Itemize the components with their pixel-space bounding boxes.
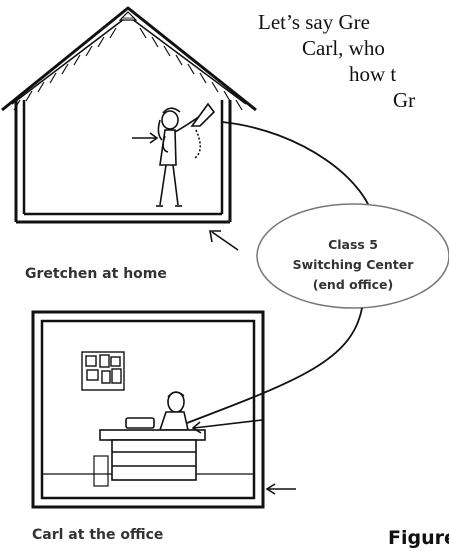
switching-center-line-1: Class 5: [258, 235, 448, 255]
switching-center-line-2: Switching Center: [258, 255, 448, 275]
switching-center-line-3: (end office): [258, 275, 448, 295]
office-arrows: [193, 420, 296, 494]
body-text-line-3: how t: [349, 64, 396, 85]
switching-center-label: Class 5 Switching Center (end office): [258, 235, 448, 295]
carl-figure: [160, 392, 188, 430]
gretchen-figure: [156, 104, 214, 206]
body-text-line-1: Let’s say Gre: [258, 12, 370, 33]
office-desk: [42, 418, 254, 486]
bulletin-board: [82, 352, 124, 390]
body-text-line-2: Carl, who: [302, 38, 385, 59]
office-phone-line: [187, 308, 362, 423]
house-roof: [2, 8, 256, 110]
figure-label: Figure: [388, 527, 449, 549]
body-text-line-4: Gr: [393, 90, 415, 111]
office-label: Carl at the office: [32, 527, 163, 543]
home-label: Gretchen at home: [25, 266, 167, 282]
